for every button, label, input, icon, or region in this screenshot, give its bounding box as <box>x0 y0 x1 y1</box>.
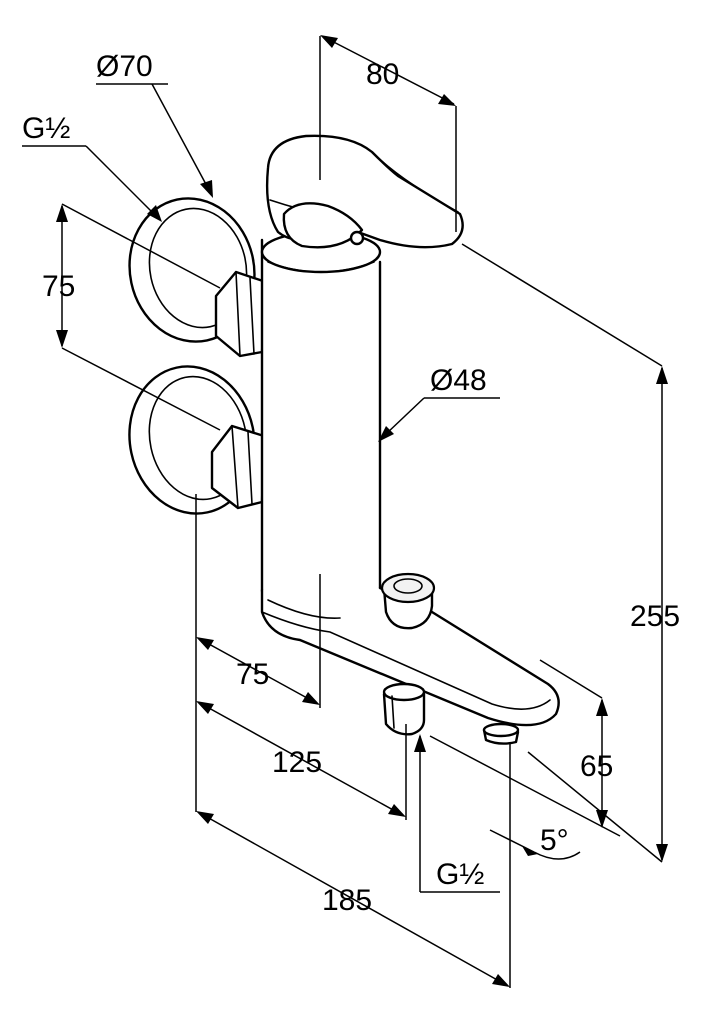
label-angle-5: 5° <box>540 824 569 857</box>
upper-wall-connector <box>128 197 268 358</box>
label-height-75: 75 <box>42 270 75 303</box>
bottom-outlet <box>382 682 426 736</box>
label-height-255: 255 <box>630 600 680 633</box>
dimension-labels: Ø70 G½ 80 75 Ø48 255 75 125 65 5° G½ 185 <box>22 50 680 917</box>
label-g-half-top: G½ <box>22 112 70 145</box>
diverter-knob <box>380 572 436 630</box>
lower-wall-connector <box>128 365 266 515</box>
spout <box>260 586 560 727</box>
label-dia-48: Ø48 <box>430 364 487 397</box>
label-width-80: 80 <box>366 58 399 91</box>
label-offset-125: 125 <box>272 746 322 779</box>
label-width-185: 185 <box>322 884 372 917</box>
lever-handle <box>265 134 464 249</box>
label-height-65: 65 <box>580 750 613 783</box>
aerator-nozzle <box>482 722 520 745</box>
faucet-body <box>128 134 560 745</box>
body-cylinder <box>260 230 382 612</box>
label-dia-70: Ø70 <box>96 50 153 83</box>
label-offset-75: 75 <box>236 658 269 691</box>
dimension-lines <box>22 35 668 988</box>
label-g-half-bottom: G½ <box>436 858 484 891</box>
